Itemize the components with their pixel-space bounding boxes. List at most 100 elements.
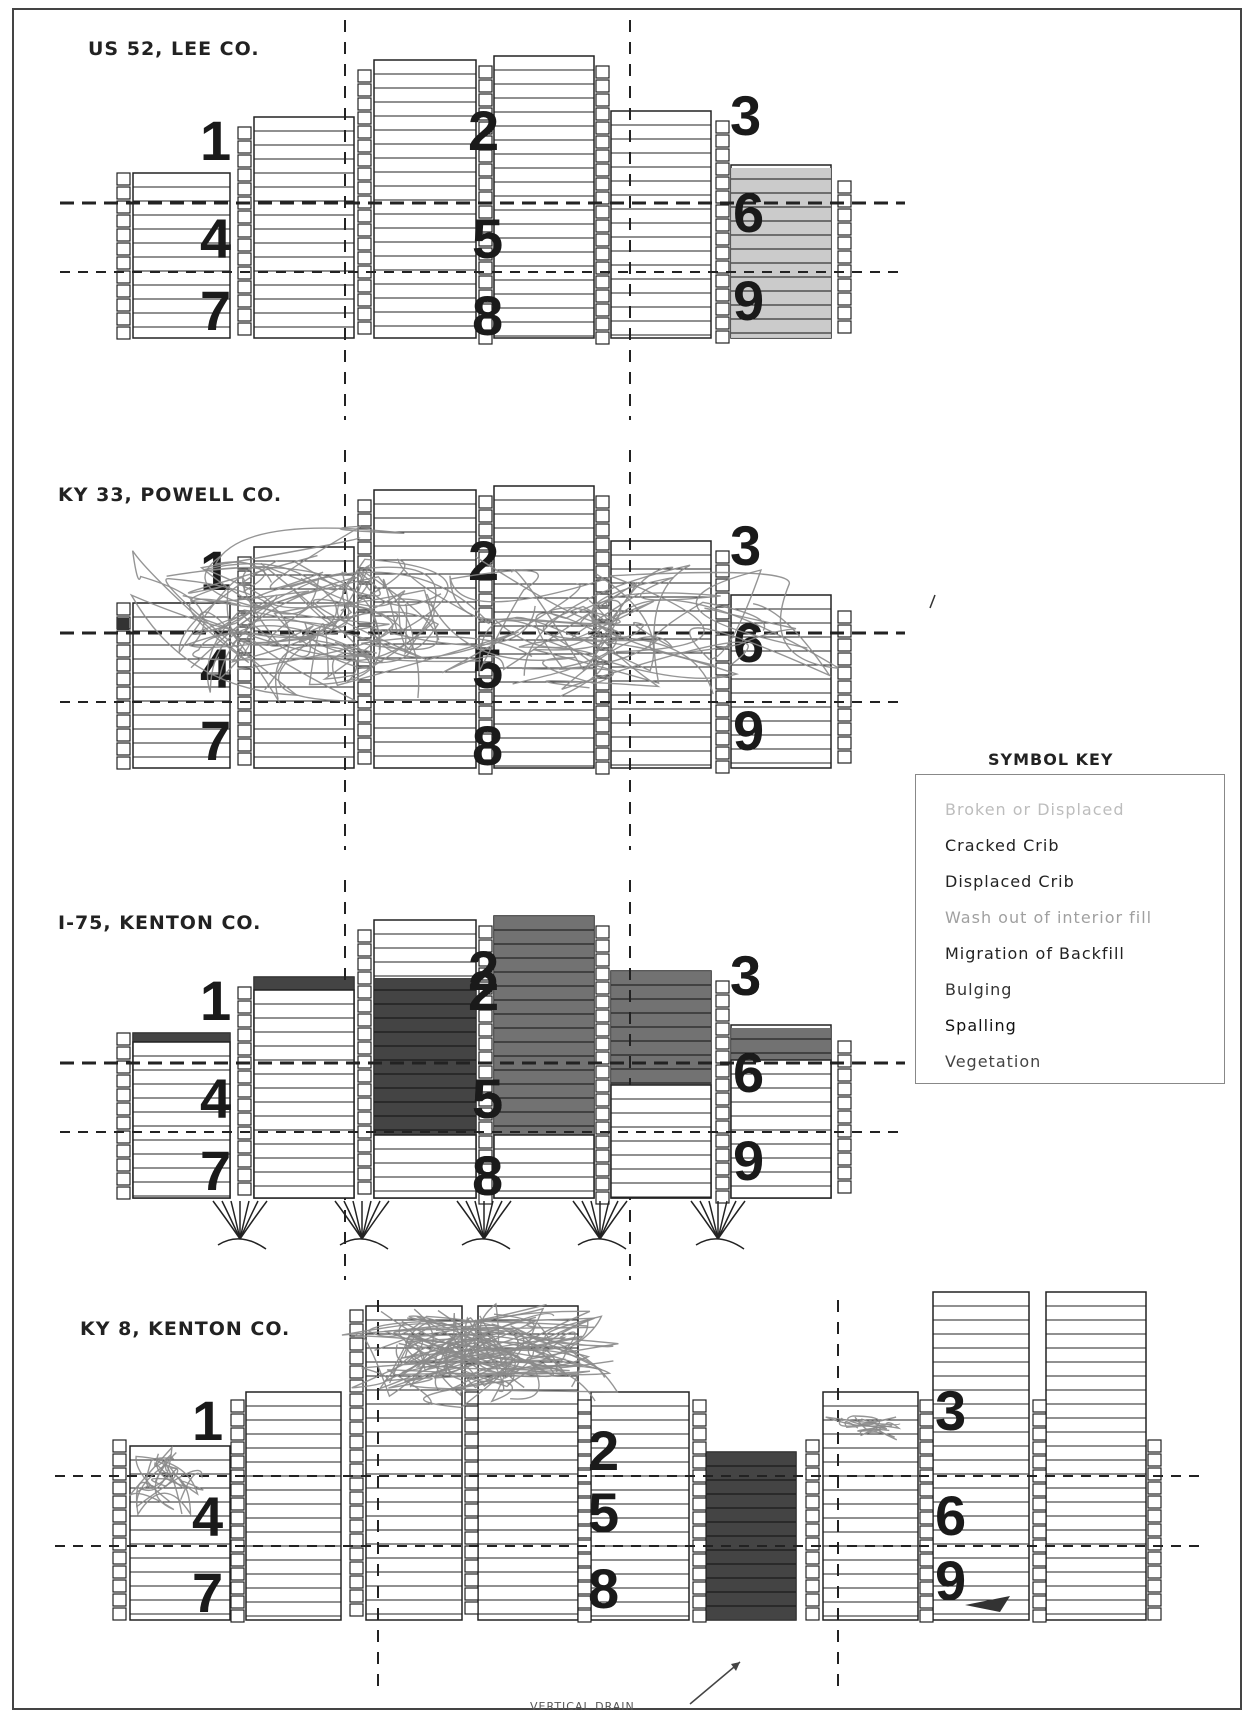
zone-number: 2 xyxy=(468,959,499,1022)
crib-header-block xyxy=(595,677,610,691)
crib-header-block xyxy=(478,579,493,593)
crib-header-block xyxy=(478,219,493,233)
crib-header-block xyxy=(595,205,610,219)
crib-header-block xyxy=(357,1153,372,1167)
vegetation-scribble xyxy=(545,576,721,689)
crib-header-block xyxy=(715,760,730,774)
crib-header-block xyxy=(595,1135,610,1149)
crib-header-block xyxy=(357,279,372,293)
symbol-key-item: Migration of Backfill xyxy=(945,944,1125,963)
crib-header-block xyxy=(478,1149,493,1163)
crib-header-block xyxy=(1147,1537,1162,1551)
crib-header-block xyxy=(805,1579,820,1593)
crib-header-block xyxy=(464,1545,479,1559)
crib-header-block xyxy=(230,1441,245,1455)
crib-header-block xyxy=(478,205,493,219)
crib-header-block xyxy=(715,288,730,302)
crib-header-block xyxy=(116,672,131,686)
crib-header-block xyxy=(595,565,610,579)
crib-header-block xyxy=(805,1565,820,1579)
crib-header-block xyxy=(349,1449,364,1463)
crib-header-block xyxy=(715,1176,730,1190)
crib-header-block xyxy=(1147,1509,1162,1523)
crib-header-block xyxy=(692,1581,707,1595)
crib-header-block xyxy=(464,1489,479,1503)
crib-header-block xyxy=(237,1182,252,1196)
plant-stem xyxy=(361,1200,381,1240)
crib-header-block xyxy=(595,1079,610,1093)
crib-header-stack xyxy=(116,1032,131,1200)
crib-header-block xyxy=(595,289,610,303)
crib-header-block xyxy=(837,194,852,208)
crib-header-block xyxy=(715,260,730,274)
zone-number: 3 xyxy=(730,514,761,577)
crib-header-block xyxy=(112,1579,127,1593)
crib-header-block xyxy=(478,275,493,289)
crib-header-block xyxy=(116,658,131,672)
zone-number: 3 xyxy=(730,944,761,1007)
crib-header-block xyxy=(1032,1441,1047,1455)
crib-header-block xyxy=(230,1609,245,1623)
crib-header-block xyxy=(464,1559,479,1573)
vegetation-scribble xyxy=(300,558,449,634)
vegetation-scribble xyxy=(511,569,622,672)
panel-title-us52: US 52, LEE CO. xyxy=(88,38,260,60)
crib-header-block xyxy=(692,1441,707,1455)
crib-header-block xyxy=(595,939,610,953)
crib-column-body xyxy=(373,59,477,339)
crib-header-block xyxy=(112,1509,127,1523)
vegetation-plant-icon xyxy=(456,1200,512,1250)
crib-header-block xyxy=(478,537,493,551)
crib-header-block xyxy=(1147,1523,1162,1537)
crib-header-block xyxy=(478,121,493,135)
plant-stem xyxy=(708,1200,719,1240)
crib-header-block xyxy=(595,953,610,967)
crib-header-block xyxy=(837,652,852,666)
crib-header-block xyxy=(715,550,730,564)
plant-stem xyxy=(361,1200,390,1240)
crib-header-block xyxy=(349,1589,364,1603)
crib-unfilled xyxy=(731,1060,831,1198)
crib-header-block xyxy=(805,1481,820,1495)
crib-header-block xyxy=(837,1040,852,1054)
crib-header-block xyxy=(595,107,610,121)
crib-header-block xyxy=(692,1595,707,1609)
crib-header-block xyxy=(116,714,131,728)
plant-stem xyxy=(456,1200,485,1240)
crib-header-block xyxy=(116,1158,131,1172)
crib-header-stack xyxy=(1032,1399,1047,1623)
crib-header-block xyxy=(349,1533,364,1547)
crib-header-block xyxy=(715,190,730,204)
zone-number: 6 xyxy=(733,1041,764,1104)
crib-header-stack xyxy=(1147,1439,1162,1621)
crib-header-block xyxy=(357,1027,372,1041)
crib-header-block xyxy=(595,1037,610,1051)
crib-header-block xyxy=(349,1491,364,1505)
crib-header-block xyxy=(230,1553,245,1567)
crib-header-block xyxy=(237,1168,252,1182)
crib-header-block xyxy=(237,1014,252,1028)
crib-header-block xyxy=(837,666,852,680)
crib-header-block xyxy=(595,163,610,177)
crib-column-body xyxy=(610,540,712,769)
crib-header-block xyxy=(595,65,610,79)
crib-header-block xyxy=(715,1162,730,1176)
crib-header-block xyxy=(595,135,610,149)
crib-header-block xyxy=(715,980,730,994)
crib-header-block xyxy=(595,995,610,1009)
zone-number: 4 xyxy=(200,1067,231,1130)
panel-title-ky8: KY 8, KENTON CO. xyxy=(80,1318,291,1340)
crib-header-block xyxy=(237,1000,252,1014)
crib-header-block xyxy=(349,1337,364,1351)
crib-header-block xyxy=(349,1603,364,1617)
crib-header-block xyxy=(478,107,493,121)
crib-header-block xyxy=(805,1551,820,1565)
plant-stem xyxy=(690,1200,719,1240)
zone-number: 9 xyxy=(935,1549,966,1612)
crib-header-block xyxy=(595,537,610,551)
crib-header-block xyxy=(237,252,252,266)
zone-number: 4 xyxy=(192,1485,223,1548)
crib-header-block xyxy=(577,1441,592,1455)
plant-stem xyxy=(599,1200,628,1240)
